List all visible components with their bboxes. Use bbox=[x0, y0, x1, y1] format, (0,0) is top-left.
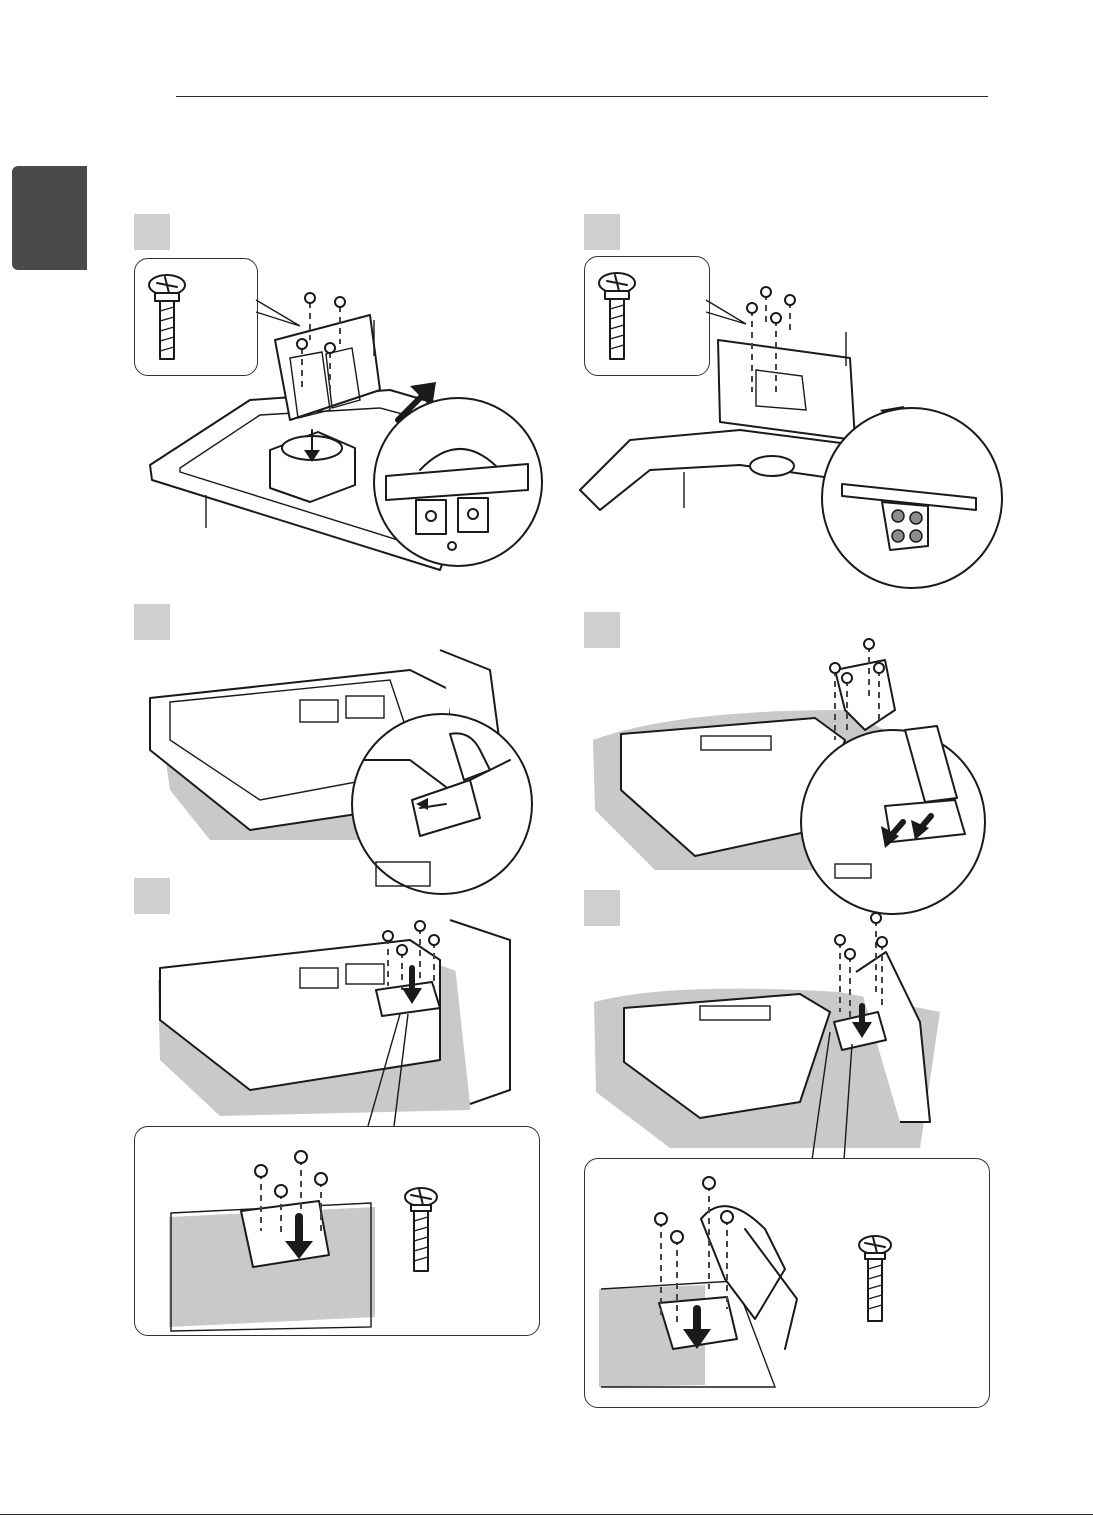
detail-callout-right-3 bbox=[584, 1158, 990, 1408]
tv-back-figure-left-2 bbox=[150, 640, 550, 890]
screw-detail-figure-right-3 bbox=[585, 1159, 989, 1407]
stand-assembly-figure-left-1 bbox=[140, 260, 550, 590]
header-rule bbox=[176, 96, 988, 97]
screw-icon bbox=[405, 1188, 437, 1271]
footer-rule bbox=[0, 1514, 1093, 1515]
stand-assembly-figure-right-1 bbox=[580, 280, 1000, 600]
step-box-right-1 bbox=[584, 214, 620, 250]
screw-detail-figure-left-3 bbox=[135, 1127, 539, 1335]
tv-back-figure-right-3 bbox=[590, 912, 950, 1162]
tv-back-figure-left-3 bbox=[150, 920, 520, 1130]
screw-icon bbox=[859, 1236, 891, 1321]
tv-back-figure-right-2 bbox=[585, 630, 995, 920]
chapter-side-tab bbox=[12, 166, 87, 270]
detail-callout-left-3 bbox=[134, 1126, 540, 1336]
step-box-left-1 bbox=[134, 214, 170, 250]
step-box-left-2 bbox=[134, 604, 170, 640]
